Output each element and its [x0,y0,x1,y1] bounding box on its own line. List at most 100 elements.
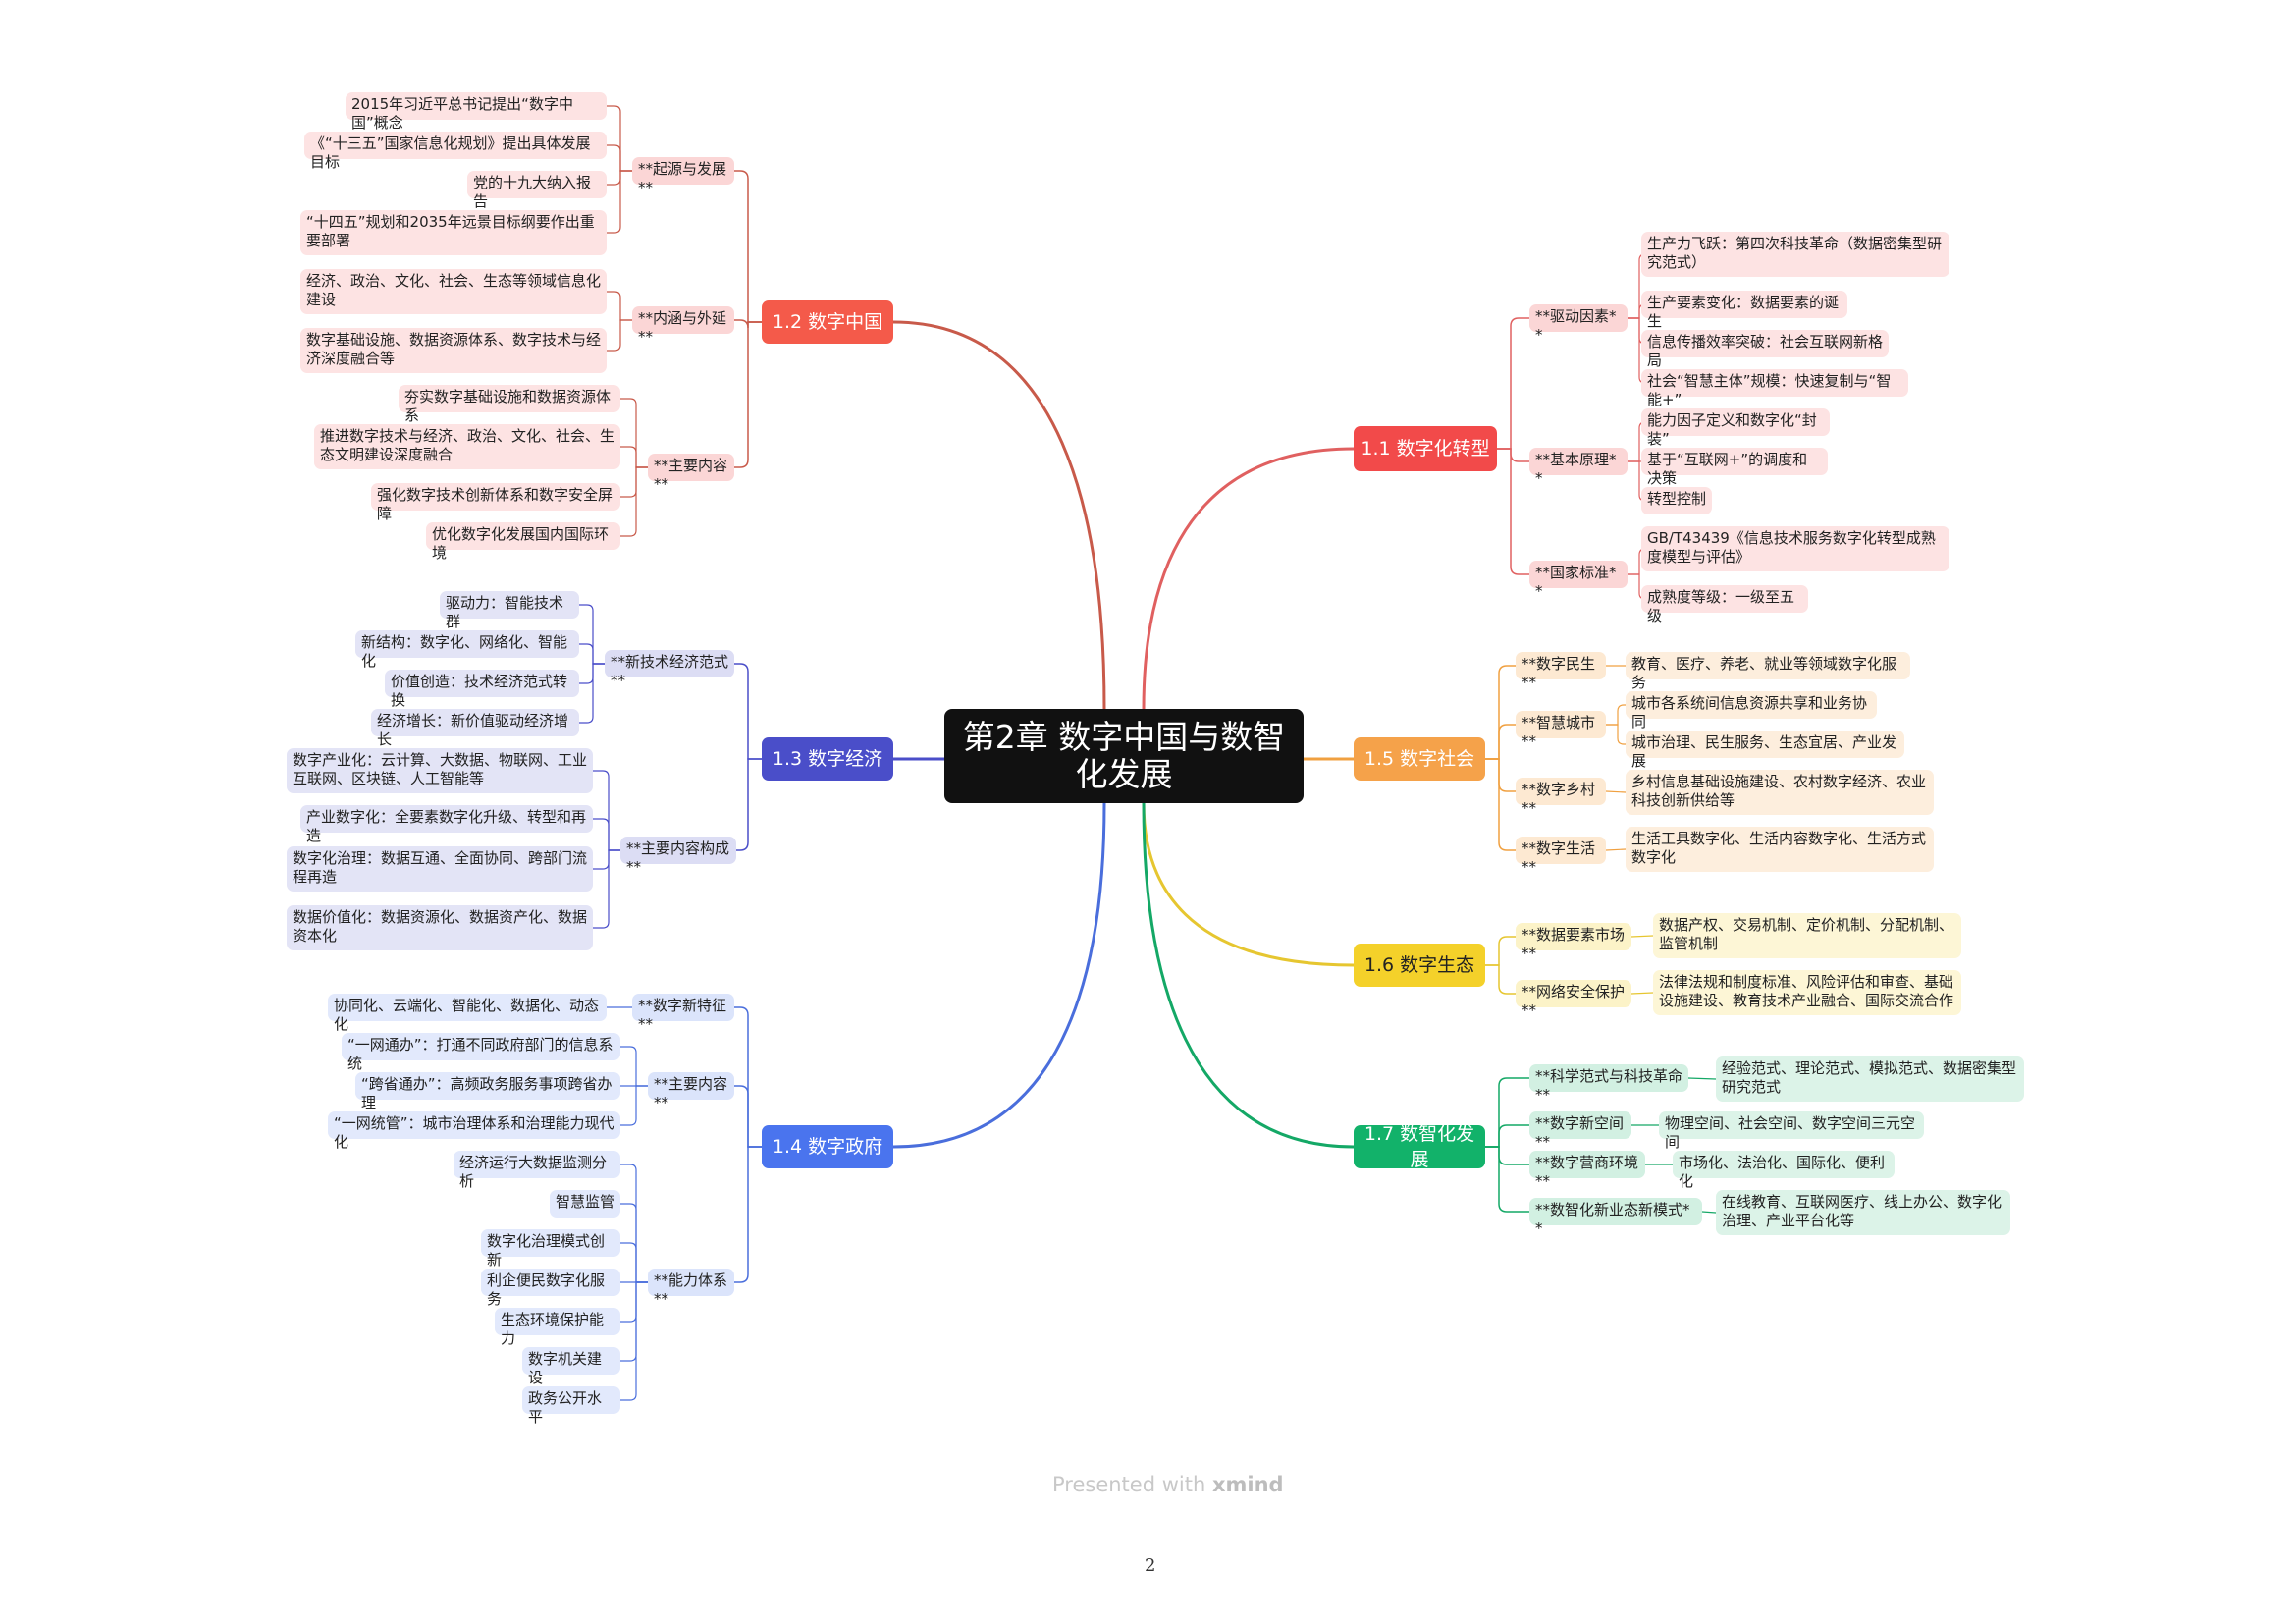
sub-smart-city[interactable]: **智慧城市** [1516,711,1606,750]
sub-connector [734,1006,762,1148]
branch-digital-china[interactable]: 1.2 数字中国 [762,300,893,344]
leaf[interactable]: 城市各系统间信息资源共享和业务协同 [1626,691,1877,731]
leaf[interactable]: 夯实数字基础设施和数据资源体系 [399,385,620,424]
sub-connector [734,1146,762,1283]
leaf-connector [607,291,632,321]
sub-connector [1485,964,1516,995]
leaf[interactable]: 《“十三五”国家信息化规划》提出具体发展目标 [304,132,607,171]
branch-digital-transformation[interactable]: 1.1 数字化转型 [1354,426,1497,471]
sub-science-paradigm[interactable]: **科学范式与科技革命** [1529,1064,1688,1104]
sub-network-security[interactable]: **网络安全保护** [1516,980,1631,1019]
leaf[interactable]: 城市治理、民生服务、生态宜居、产业发展 [1626,731,1904,770]
leaf[interactable]: 经验范式、理论范式、模拟范式、数据密集型研究范式 [1716,1056,2024,1102]
sub-basic-principles[interactable]: **基本原理** [1529,448,1628,487]
sub-main-content[interactable]: **主要内容** [648,454,734,493]
sub-new-tech-paradigm[interactable]: **新技术经济范式** [605,650,734,689]
leaf[interactable]: 法律法规和制度标准、风险评估和审查、基础设施建设、教育技术产业融合、国际交流合作 [1653,970,1961,1015]
leaf-connector [1687,1077,1717,1080]
leaf[interactable]: 生产要素变化：数据要素的诞生 [1641,291,1847,330]
leaf[interactable]: 市场化、法治化、国际化、便利化 [1673,1151,1895,1190]
leaf[interactable]: 数字化治理：数据互通、全面协同、跨部门流程再造 [287,846,593,892]
leaf-connector [1630,992,1654,995]
leaf[interactable]: 党的十九大纳入报告 [467,171,607,210]
branch-connector [892,802,1106,1149]
leaf[interactable]: GB/T43439《信息技术服务数字化转型成熟度模型与评估》 [1641,526,1949,571]
sub-new-business-forms[interactable]: **数智化新业态新模式** [1529,1198,1702,1237]
leaf[interactable]: 基于“互联网+”的调度和决策 [1641,448,1828,487]
leaf[interactable]: 信息传播效率突破：社会互联网新格局 [1641,330,1889,369]
leaf-connector [620,446,648,468]
leaf[interactable]: “十四五”规划和2035年远景目标纲要作出重要部署 [300,210,607,255]
presented-with-xmind: Presented with xmind [1052,1473,1284,1496]
leaf-connector [593,849,620,929]
leaf[interactable]: 教育、医疗、养老、就业等领域数字化服务 [1626,652,1910,691]
sub-connector [1485,1146,1529,1165]
sub-connector [1497,448,1529,575]
leaf[interactable]: 2015年习近平总书记提出“数字中国”概念 [346,92,607,132]
leaf[interactable]: 物理空间、社会空间、数字空间三元空间 [1659,1111,1924,1151]
leaf-connector [607,170,632,234]
leaf-connector [1605,790,1627,793]
branch-digital-society[interactable]: 1.5 数字社会 [1354,737,1485,781]
leaf[interactable]: 在线教育、互联网医疗、线上办公、数字化治理、产业平台化等 [1716,1190,2010,1235]
branch-digital-government[interactable]: 1.4 数字政府 [762,1125,893,1168]
leaf[interactable]: 经济增长：新价值驱动经济增长 [371,709,579,748]
leaf[interactable]: 价值创造：技术经济范式转换 [385,670,579,709]
leaf[interactable]: 社会“智慧主体”规模：快速复制与“智能+” [1641,369,1908,408]
leaf[interactable]: 强化数字技术创新体系和数字安全屏障 [371,483,620,522]
sub-digital-livelihood[interactable]: **数字民生** [1516,652,1606,691]
leaf[interactable]: 数字化治理模式创新 [481,1229,620,1269]
branch-digital-intelligence[interactable]: 1.7 数智化发展 [1354,1123,1485,1170]
leaf-connector [579,663,605,684]
branch-digital-ecology[interactable]: 1.6 数字生态 [1354,944,1485,987]
leaf[interactable]: 新结构：数字化、网络化、智能化 [355,630,579,670]
sub-driving-factors[interactable]: **驱动因素** [1529,304,1628,344]
sub-digital-village[interactable]: **数字乡村** [1516,778,1606,817]
sub-connector [1497,448,1529,462]
sub-digital-space[interactable]: **数字新空间** [1529,1111,1631,1151]
sub-business-environment[interactable]: **数字营商环境** [1529,1151,1645,1190]
leaf[interactable]: 经济运行大数据监测分析 [454,1151,620,1190]
leaf[interactable]: 数据产权、交易机制、定价机制、分配机制、监管机制 [1653,913,1961,958]
sub-digital-life[interactable]: **数字生活** [1516,837,1606,876]
leaf[interactable]: 数据价值化：数据资源化、数据资产化、数据资本化 [287,905,593,950]
leaf[interactable]: 经济、政治、文化、社会、生态等领域信息化建设 [300,269,607,314]
sub-capability-system[interactable]: **能力体系** [648,1269,734,1308]
leaf[interactable]: 乡村信息基础设施建设、农村数字经济、农业科技创新供给等 [1626,770,1934,815]
leaf[interactable]: 驱动力：智能技术群 [440,591,579,630]
sub-data-market[interactable]: **数据要素市场** [1516,923,1631,962]
leaf[interactable]: 产业数字化：全要素数字化升级、转型和再造 [300,805,593,844]
leaf-connector [620,1281,648,1323]
leaf-connector [593,818,620,851]
leaf[interactable]: 成熟度等级：一级至五级 [1641,585,1808,624]
sub-national-standard[interactable]: **国家标准** [1529,561,1628,600]
leaf[interactable]: 生态环境保护能力 [495,1308,620,1347]
leaf[interactable]: 转型控制 [1641,487,1712,514]
leaf[interactable]: 能力因子定义和数字化“封装” [1641,408,1830,448]
leaf[interactable]: 智慧监管 [550,1190,620,1218]
sub-origin[interactable]: **起源与发展** [632,157,734,196]
branch-connector [1142,447,1355,710]
sub-main-content[interactable]: **主要内容** [648,1072,734,1111]
branch-digital-economy[interactable]: 1.3 数字经济 [762,737,893,781]
leaf[interactable]: “跨省通办”：高频政务服务事项跨省办理 [355,1072,620,1111]
leaf[interactable]: 数字基础设施、数据资源体系、数字技术与经济深度融合等 [300,328,607,373]
leaf-connector [1630,935,1654,938]
leaf[interactable]: 推进数字技术与经济、政治、文化、社会、生态文明建设深度融合 [314,424,620,469]
sub-main-components[interactable]: **主要内容构成** [620,837,736,876]
sub-connector [1485,758,1516,851]
leaf[interactable]: 优化数字化发展国内国际环境 [426,522,620,562]
leaf[interactable]: 生活工具数字化、生活内容数字化、生活方式数字化 [1626,827,1934,872]
presented-text: Presented with [1052,1473,1206,1496]
leaf[interactable]: 政务公开水平 [522,1386,620,1426]
central-topic[interactable]: 第2章 数字中国与数智化发展 [944,709,1304,803]
leaf[interactable]: 协同化、云端化、智能化、数据化、动态化 [328,994,607,1033]
sub-connotation[interactable]: **内涵与外延** [632,306,734,346]
sub-new-features[interactable]: **数字新特征** [632,994,734,1033]
leaf[interactable]: 数字机关建设 [522,1347,620,1386]
leaf[interactable]: 数字产业化：云计算、大数据、物联网、工业互联网、区块链、人工智能等 [287,748,593,793]
leaf[interactable]: 生产力飞跃：第四次科技革命（数据密集型研究范式） [1641,232,1949,277]
leaf[interactable]: “一网统管”：城市治理体系和治理能力现代化 [328,1111,620,1151]
leaf[interactable]: 利企便民数字化服务 [481,1269,620,1308]
leaf[interactable]: “一网通办”：打通不同政府部门的信息系统 [342,1033,620,1072]
